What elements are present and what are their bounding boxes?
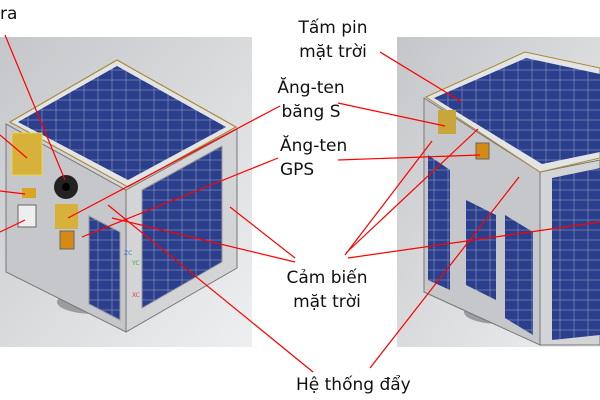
leader-lines: [0, 34, 600, 373]
gps-antenna-patch: [475, 142, 490, 160]
leader-camera: [4, 34, 66, 181]
label-camera: ra: [0, 4, 18, 24]
label-solar-panel: Tấm pin mặt trời: [283, 16, 383, 64]
side-solar-panel: [552, 168, 600, 340]
leader-gps-right: [337, 154, 481, 161]
satellite-view-front-left: ZC YC XC: [0, 37, 252, 347]
top-solar-panel: [18, 66, 226, 180]
label-sun-sensor-line2: mặt trời: [293, 292, 361, 312]
leader-gps-left: [81, 157, 279, 238]
front-solar-panel-right: [505, 215, 533, 335]
axis-label-z: ZC: [124, 250, 132, 257]
label-sun-sensor-line1: Cảm biến: [286, 268, 368, 288]
label-s-band-antenna: Ăng-ten băng S: [266, 76, 356, 124]
axis-label-x: XC: [132, 292, 140, 299]
label-gps-antenna: Ăng-ten GPS: [280, 134, 347, 182]
front-solar-panel-mid: [466, 200, 496, 300]
label-solar-panel-line1: Tấm pin: [298, 18, 368, 38]
leader-sun-sensor-left-2: [111, 217, 296, 263]
leader-uhf: [0, 134, 28, 159]
label-propulsion: Hệ thống đẩy: [296, 375, 411, 395]
leader-sun-sensor-right-2: [345, 128, 479, 254]
axis-label-y: YC: [131, 260, 140, 267]
satellite-view-back-right: [397, 37, 600, 347]
sun-sensor-patch: [22, 188, 36, 198]
leader-sun-sensor-right-3: [347, 221, 600, 259]
leader-propulsion-left: [107, 204, 314, 373]
leader-propulsion-right: [369, 176, 520, 369]
gps-antenna-patch: [59, 230, 75, 250]
leader-sun-sensor-left-1: [229, 206, 296, 259]
top-solar-panel: [434, 58, 600, 164]
side-solar-panel: [141, 145, 223, 309]
leader-s-band-right: [337, 102, 446, 127]
label-sun-sensor: Cảm biến mặt trời: [272, 266, 382, 314]
front-solar-panel-left: [428, 155, 450, 290]
label-gps-line1: Ăng-ten: [280, 136, 348, 156]
label-gps-line2: GPS: [280, 160, 315, 180]
leader-solar-panel: [379, 51, 463, 103]
s-band-antenna-patch: [55, 204, 78, 229]
label-solar-panel-line2: mặt trời: [299, 42, 367, 62]
label-s-band-line1: Ăng-ten: [277, 78, 345, 98]
leader-port: [0, 219, 26, 233]
antenna-patch-uhf: [11, 132, 43, 176]
camera-aperture: [62, 183, 70, 191]
label-s-band-line2: băng S: [281, 102, 341, 122]
leader-s-band-left: [67, 105, 281, 219]
leader-sun-sensor-right-1: [344, 140, 433, 256]
leader-left-sensor: [0, 190, 26, 195]
front-solar-panel: [88, 215, 121, 321]
connector-port: [17, 204, 37, 228]
s-band-antenna-patch: [438, 110, 456, 134]
